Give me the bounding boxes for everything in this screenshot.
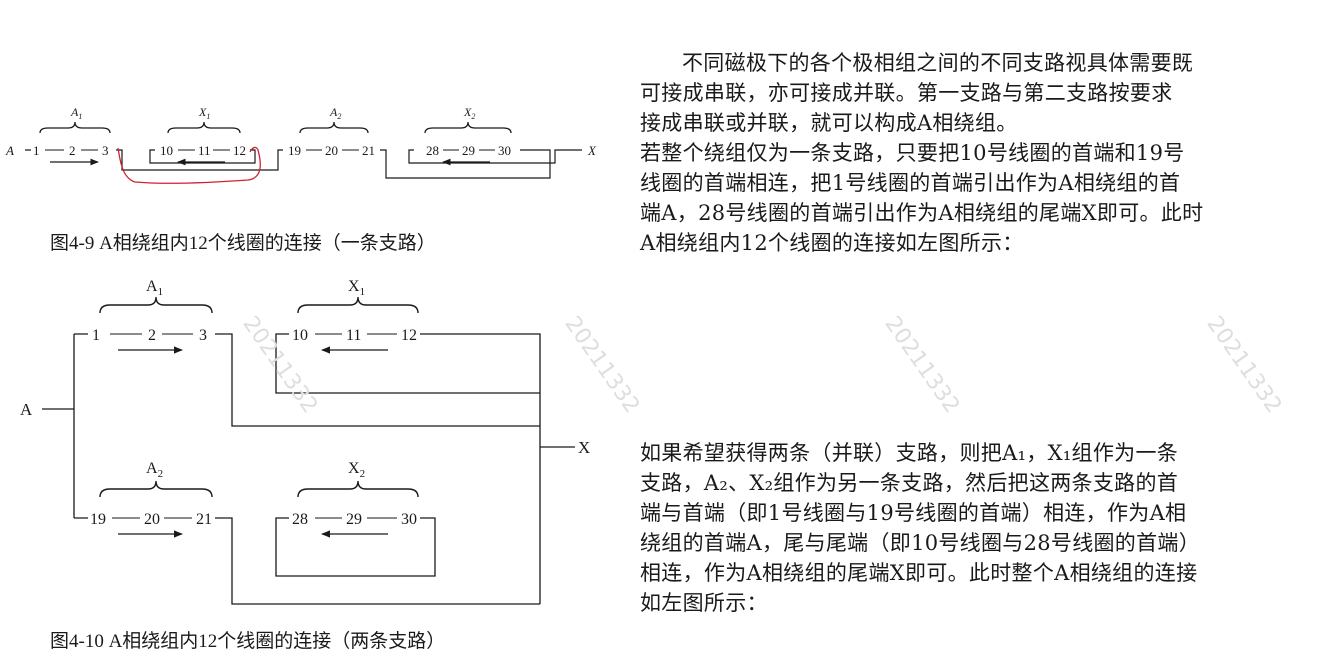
group-label: A1: [70, 105, 82, 121]
brace: [99, 296, 213, 314]
text-line: 若整个绕组仅为一条支路，只要把10号线圈的首端和19号: [640, 141, 1185, 165]
fig10-group-x2: X2 28 29 30: [292, 460, 419, 538]
coil-number: 10: [160, 143, 173, 158]
brace: [297, 296, 419, 314]
coil-number: 28: [292, 511, 308, 528]
coil-number: 29: [462, 143, 475, 158]
coil-number: 21: [196, 511, 212, 528]
coil-number: 2: [69, 143, 76, 158]
group-label: A2: [146, 460, 163, 480]
text-line: 接成串联或并联，就可以构成A相绕组。: [640, 111, 1018, 135]
coil-number: 19: [90, 511, 106, 528]
coil-number: 10: [292, 327, 308, 344]
coil-number: 28: [426, 143, 439, 158]
text-line: 如果希望获得两条（并联）支路，则把A₁，X₁组作为一条: [640, 441, 1179, 465]
fig9-red-annotation: [117, 146, 261, 184]
brace: [167, 121, 241, 134]
coil-number: 12: [233, 143, 246, 158]
text-line: 线圈的首端相连，把1号线圈的首端引出作为A相绕组的首: [640, 171, 1181, 195]
coil-number: 21: [362, 143, 375, 158]
coil-number: 19: [288, 143, 301, 158]
fig9-caption: 图4-9 A相绕组内12个线圈的连接（一条支路）: [50, 232, 436, 254]
coil-number: 30: [401, 511, 417, 528]
fig10-group-x1: X1 10 11 12: [292, 278, 419, 354]
fig9-group-a2: A2 19 20 21: [288, 105, 375, 158]
text-line: 端A，28号线圈的首端引出作为A相绕组的尾端X即可。此时: [640, 201, 1204, 225]
brace: [39, 121, 111, 134]
figure-4-9: A X A1 1 2 3 X1 10 11 12 A2 19 20 21: [5, 105, 597, 254]
coil-number: 1: [92, 327, 100, 344]
group-label: X2: [463, 105, 475, 121]
group-label: A1: [146, 278, 163, 298]
coil-number: 11: [346, 327, 361, 344]
text-line: 端与首端（即1号线圈与19号线圈的首端）相连，作为A相: [640, 501, 1187, 525]
coil-number: 2: [148, 327, 156, 344]
text-line: 不同磁极下的各个极相组之间的不同支路视具体需要既: [682, 51, 1194, 75]
fig9-terminal-x: X: [587, 143, 597, 158]
text-line: 可接成串联，亦可接成并联。第一支路与第二支路按要求: [640, 81, 1173, 105]
coil-number: 20: [144, 511, 160, 528]
text-paragraph-two-branches: 如果希望获得两条（并联）支路，则把A₁，X₁组作为一条 支路，A₂、X₂组作为另…: [640, 438, 1310, 618]
fig9-group-x2: X2 28 29 30: [424, 105, 512, 166]
brace: [99, 480, 213, 498]
fig10-wiring: [42, 333, 575, 605]
coil-number: 3: [199, 327, 207, 344]
text-line: 绕组的首端A，尾与尾端（即10号线圈与28号线圈的首端）: [640, 531, 1201, 555]
fig9-terminal-a: A: [5, 143, 14, 158]
brace: [424, 121, 512, 134]
text-paragraph-one-branch: 不同磁极下的各个极相组之间的不同支路视具体需要既 可接成串联，亦可接成并联。第一…: [640, 48, 1310, 258]
text-line: 如左图所示：: [640, 591, 768, 615]
text-line: 相连，作为A相绕组的尾端X即可。此时整个A相绕组的连接: [640, 561, 1198, 585]
figure-4-10: A X A1 1 2 3 X1 10 11 12 A2 19 20 21: [20, 278, 590, 652]
text-line: A相绕组内12个线圈的连接如左图所示：: [640, 231, 1024, 255]
brace: [299, 121, 369, 134]
fig9-group-a1: A1 1 2 3: [33, 105, 111, 166]
fig10-terminal-a: A: [20, 400, 33, 419]
coil-number: 11: [198, 143, 211, 158]
group-label: X1: [198, 105, 210, 121]
group-label: X1: [348, 278, 365, 298]
coil-number: 30: [498, 143, 511, 158]
coil-number: 20: [325, 143, 338, 158]
fig10-caption: 图4-10 A相绕组内12个线圈的连接（两条支路）: [50, 630, 445, 652]
group-label: X2: [348, 460, 365, 480]
coil-number: 1: [33, 143, 40, 158]
coil-number: 12: [401, 327, 417, 344]
brace: [297, 480, 419, 498]
group-label: A2: [329, 105, 341, 121]
coil-number: 29: [346, 511, 362, 528]
coil-number: 3: [102, 143, 109, 158]
text-line: 支路，A₂、X₂组作为另一条支路，然后把这两条支路的首: [640, 471, 1179, 495]
fig10-terminal-x: X: [578, 438, 590, 457]
fig9-group-x1: X1 10 11 12: [160, 105, 246, 166]
fig10-group-a1: A1 1 2 3: [92, 278, 213, 354]
fig9-wiring: [25, 149, 582, 179]
fig10-group-a2: A2 19 20 21: [90, 460, 213, 538]
